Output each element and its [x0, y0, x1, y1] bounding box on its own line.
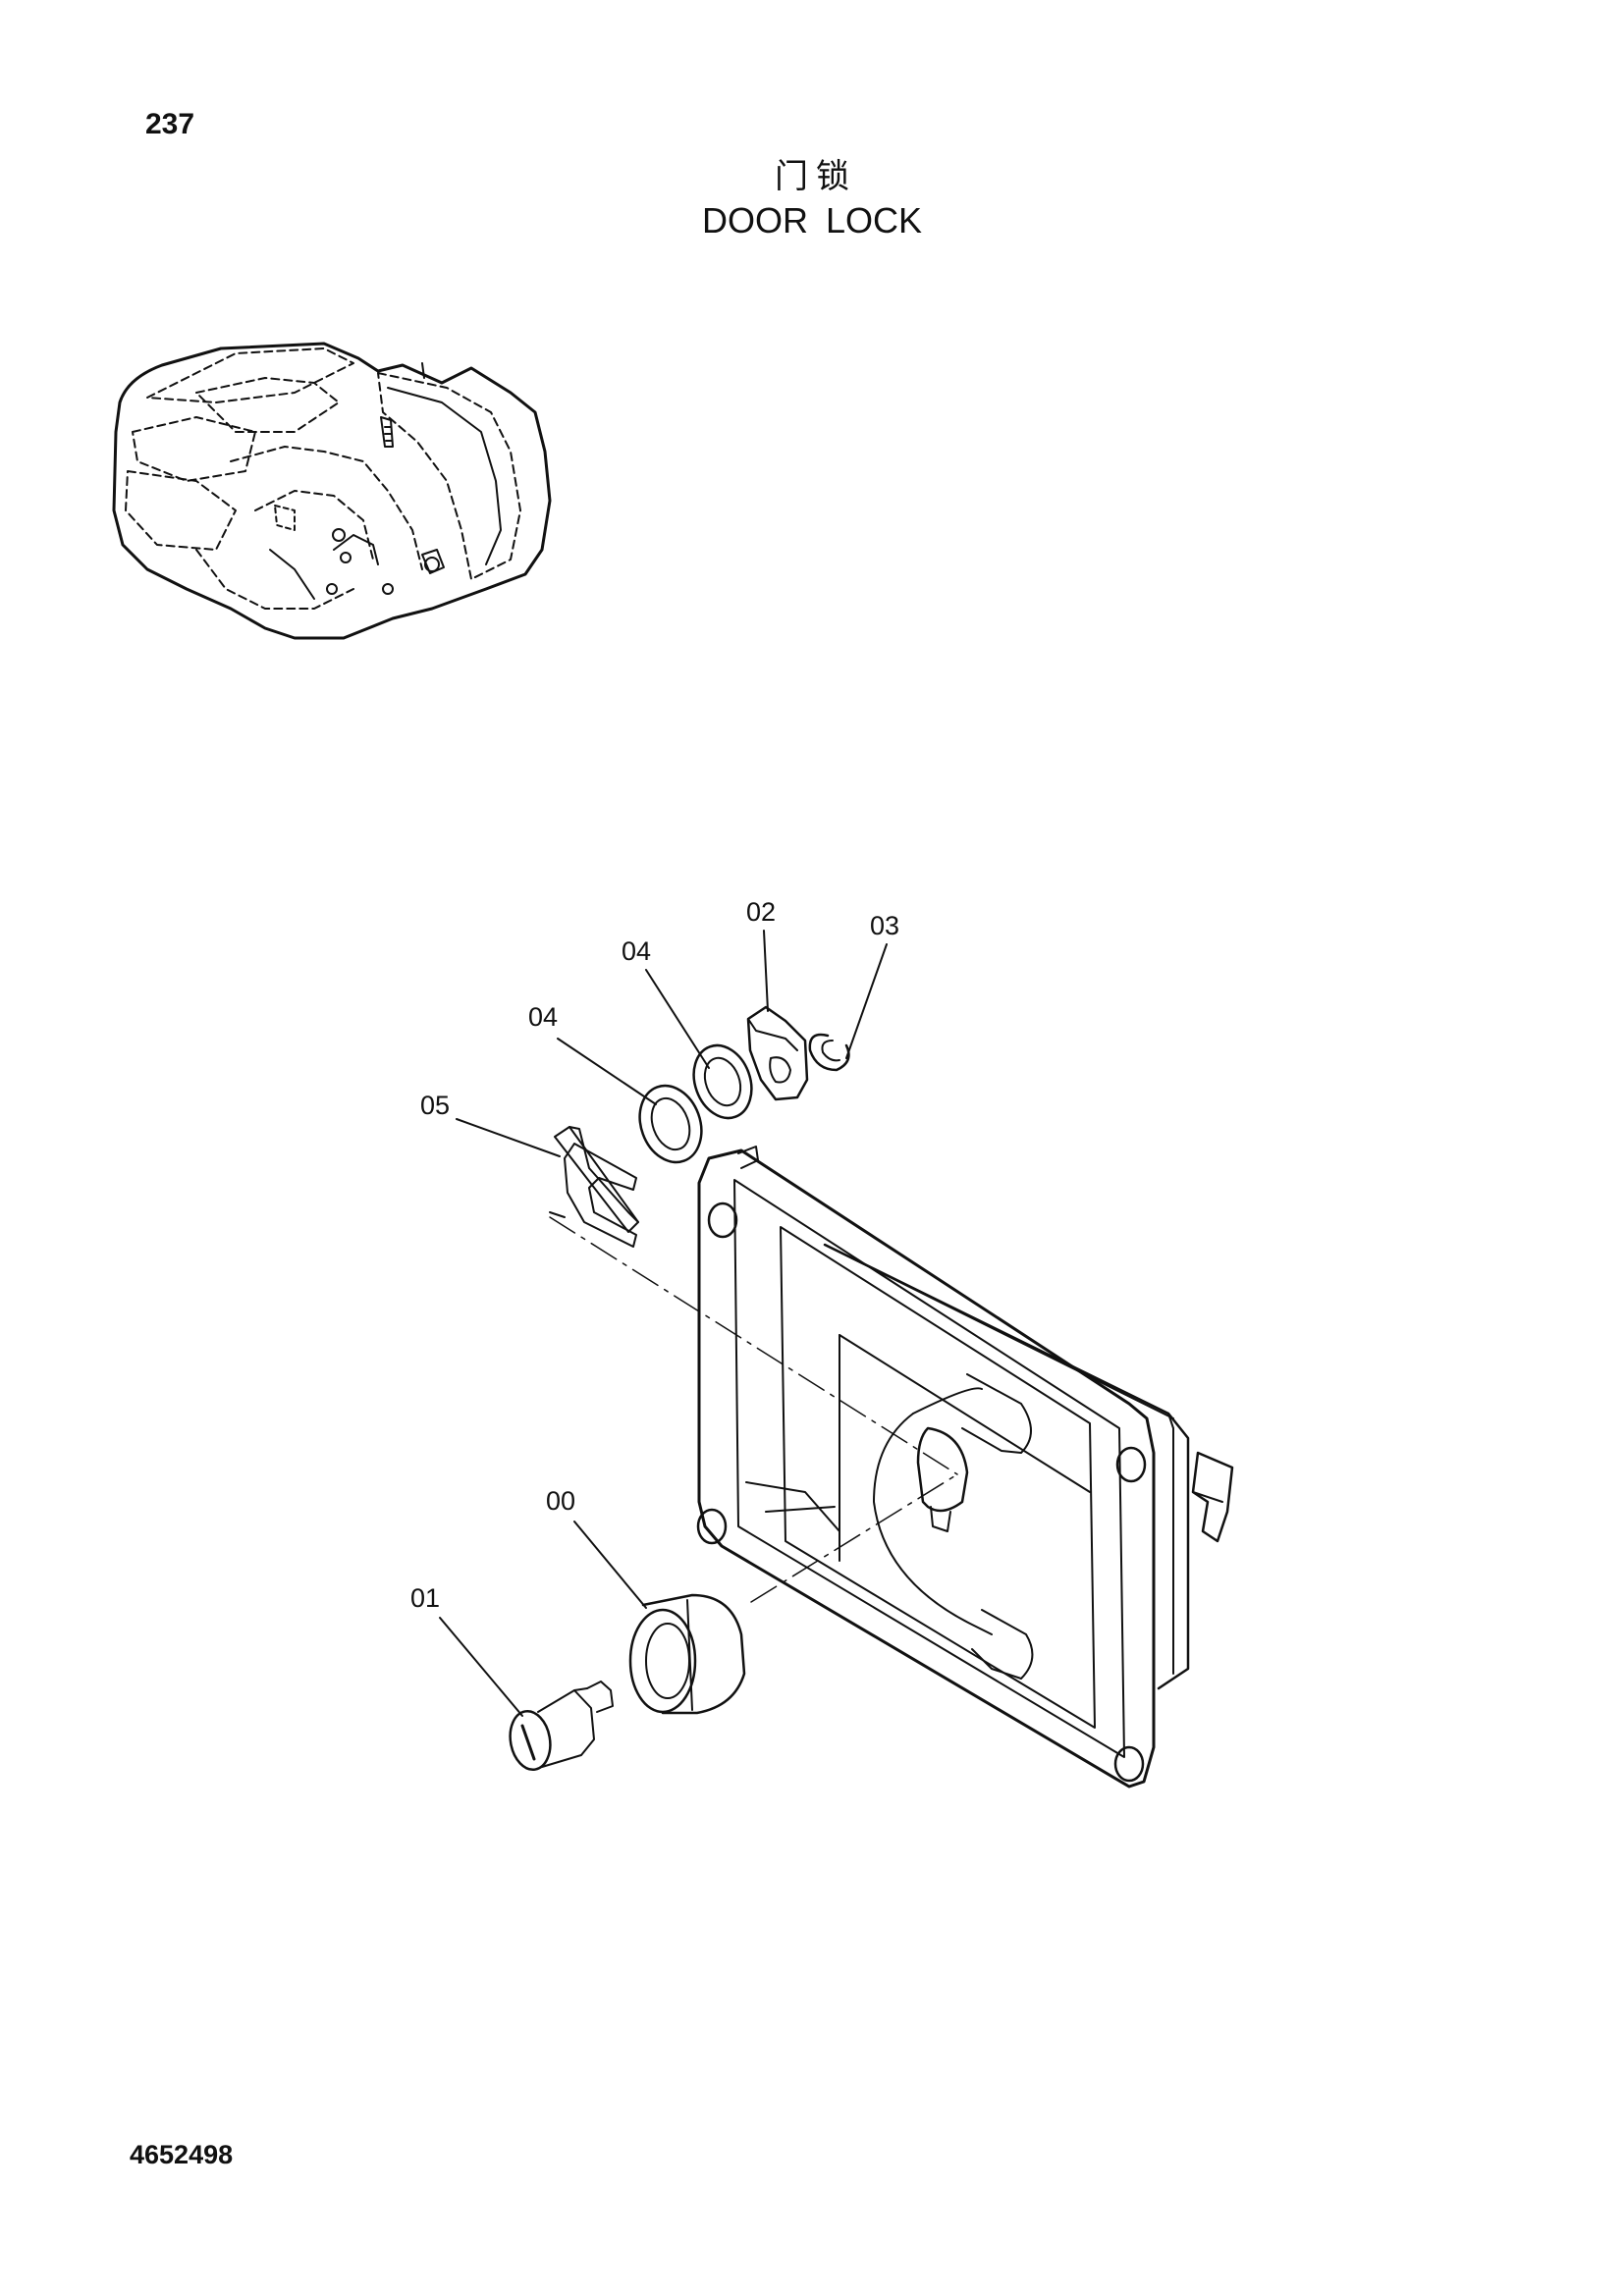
- callout-label: 04: [622, 936, 651, 966]
- callout-03: 03: [845, 911, 899, 1059]
- page-number: 237: [145, 108, 195, 140]
- callout-label: 04: [528, 1002, 558, 1032]
- callout-label: 02: [746, 897, 776, 927]
- callout-label: 05: [420, 1091, 450, 1120]
- part-05-clip: [549, 1126, 639, 1248]
- part-02-cam-plate: [746, 1005, 809, 1101]
- cab-overview-illustration: [112, 342, 552, 640]
- assembly-centerline: [549, 1216, 958, 1603]
- callout-label: 03: [870, 911, 899, 940]
- callout-label: 01: [410, 1583, 440, 1613]
- callout-04-left: 04: [528, 1002, 657, 1105]
- document-number: 4652498: [130, 2140, 234, 2169]
- part-04-washer-left: [638, 1084, 703, 1164]
- part-04-washer-right: [692, 1043, 753, 1120]
- callout-00: 00: [546, 1486, 647, 1609]
- part-00-lock-cylinder-housing: [628, 1593, 746, 1715]
- part-01-key-cylinder: [509, 1681, 614, 1771]
- page-title: DOOR LOCK: [701, 200, 923, 240]
- page-title-chinese: 门锁: [775, 157, 857, 196]
- callout-05: 05: [420, 1091, 561, 1157]
- part-03-retaining-ring: [808, 1033, 850, 1072]
- callout-01: 01: [410, 1583, 523, 1717]
- callout-04-right: 04: [622, 936, 710, 1069]
- callout-label: 00: [546, 1486, 575, 1516]
- door-lock-housing: [696, 1146, 1234, 1789]
- callout-02: 02: [746, 897, 776, 1012]
